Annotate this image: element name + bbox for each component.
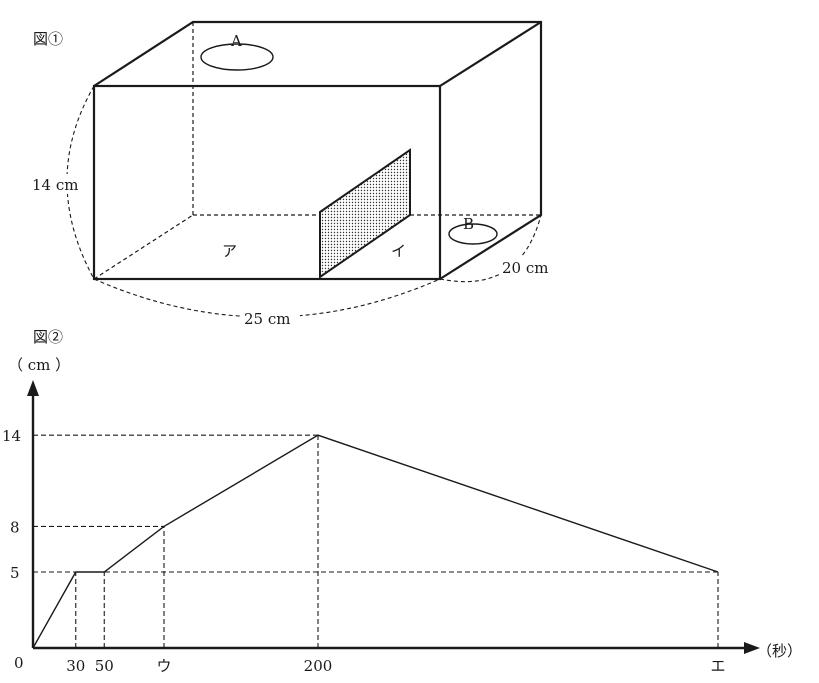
partition-plate xyxy=(319,148,411,279)
tank-front-face xyxy=(92,84,442,281)
y-tick-labels: 5 8 14 xyxy=(2,427,21,582)
tank-top-back-edges xyxy=(93,20,543,280)
x-tick-label: 30 xyxy=(66,657,85,675)
y-tick-label: 5 xyxy=(10,564,20,582)
width-dimension-mask xyxy=(240,308,300,328)
tank-top-right-edge xyxy=(439,21,542,87)
figure-2-label: 図② xyxy=(33,328,63,346)
depth-dimension-label: 20 cm xyxy=(502,259,548,277)
figure-2-graph: 図② （ cm ） （秒） 0 30 50 ウ 200 エ 5 8 14 xyxy=(2,328,802,675)
depth-dimension-arc xyxy=(439,214,542,283)
x-axis-arrowhead xyxy=(744,642,760,654)
x-tick-label: ウ xyxy=(156,657,171,675)
x-axis-unit-label: （秒） xyxy=(757,642,802,660)
guide-lines xyxy=(33,434,719,648)
x-tick-labels: 30 50 ウ 200 エ xyxy=(66,657,725,675)
x-tick-label: 200 xyxy=(304,657,333,675)
hole-a-label: A xyxy=(230,32,242,50)
hole-a-ellipse xyxy=(200,43,274,71)
water-depth-line xyxy=(32,434,719,649)
y-axis-unit-label: （ cm ） xyxy=(8,356,70,374)
y-axis-arrowhead xyxy=(27,380,39,396)
origin-label: 0 xyxy=(14,654,24,672)
width-dimension-label: 25 cm xyxy=(244,310,290,328)
x-tick-label: エ xyxy=(710,657,725,675)
region-right-label: イ xyxy=(391,242,406,260)
y-tick-label: 14 xyxy=(2,427,21,445)
figure-1-tank: 図① A B ア イ 14 cm 25 cm xyxy=(28,20,554,328)
figure-1-label: 図① xyxy=(33,30,63,48)
region-left-label: ア xyxy=(222,242,237,260)
hidden-edge-bottom-left xyxy=(93,214,194,280)
height-dimension-mask xyxy=(28,174,86,194)
depth-dimension-mask xyxy=(500,257,554,277)
x-tick-label: 50 xyxy=(95,657,114,675)
height-dimension-label: 14 cm xyxy=(32,176,78,194)
hole-b-ellipse xyxy=(448,223,498,245)
hole-b-label: B xyxy=(463,215,474,233)
y-tick-label: 8 xyxy=(10,518,20,536)
